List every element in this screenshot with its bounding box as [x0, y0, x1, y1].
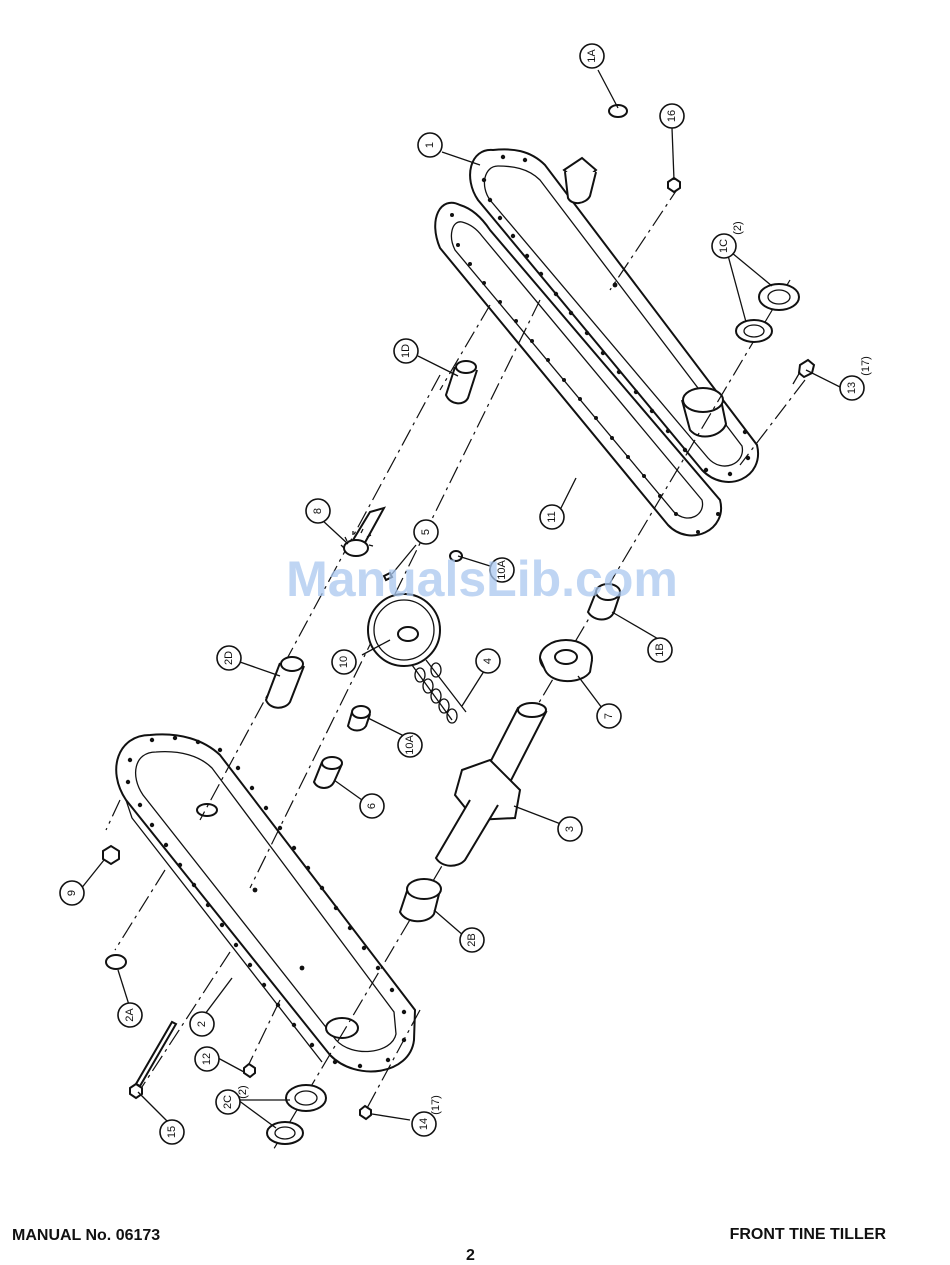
manual-number: MANUAL No. 06173 — [12, 1227, 160, 1245]
svg-text:5: 5 — [420, 529, 432, 535]
callout-12: 12 — [195, 1047, 219, 1071]
callout-7: 7 — [597, 704, 621, 728]
svg-text:8: 8 — [312, 508, 324, 514]
svg-text:14: 14 — [418, 1118, 430, 1130]
svg-text:4: 4 — [482, 658, 494, 664]
callout-16: 16 — [660, 104, 684, 128]
callout-14: 14 (17) — [412, 1095, 442, 1136]
svg-text:12: 12 — [201, 1053, 213, 1065]
svg-text:(17): (17) — [860, 356, 872, 376]
callout-1C: 1C (2) — [712, 221, 744, 258]
svg-text:16: 16 — [666, 110, 678, 122]
callout-1: 1 — [418, 133, 442, 157]
callout-11: 11 — [540, 505, 564, 529]
callout-8: 8 — [306, 499, 330, 523]
callout-1A: 1A — [580, 44, 604, 68]
svg-text:9: 9 — [66, 890, 78, 896]
callout-2D: 2D — [217, 646, 241, 670]
callout-10: 10 — [332, 650, 356, 674]
housing-cover-lower — [116, 734, 415, 1071]
svg-text:11: 11 — [546, 511, 558, 522]
callout-1B: 1B — [648, 638, 672, 662]
svg-text:10A: 10A — [404, 735, 416, 755]
svg-text:1D: 1D — [400, 344, 412, 358]
svg-text:(2): (2) — [237, 1085, 249, 1098]
svg-text:2B: 2B — [466, 933, 478, 946]
svg-text:6: 6 — [366, 803, 378, 809]
callout-2: 2 — [190, 1012, 214, 1036]
page-number: 2 — [466, 1247, 475, 1265]
svg-text:2A: 2A — [124, 1008, 136, 1022]
svg-text:2D: 2D — [223, 651, 235, 665]
svg-text:13: 13 — [846, 382, 858, 394]
svg-text:3: 3 — [564, 826, 576, 832]
callout-2A: 2A — [118, 1003, 142, 1027]
callout-3: 3 — [558, 817, 582, 841]
callout-9: 9 — [60, 881, 84, 905]
svg-text:1B: 1B — [654, 643, 666, 656]
svg-text:1A: 1A — [586, 49, 598, 63]
svg-text:15: 15 — [166, 1126, 178, 1138]
svg-text:2C: 2C — [222, 1095, 234, 1109]
housing-cover-upper — [435, 149, 758, 535]
callout-5: 5 — [414, 520, 438, 544]
callout-4: 4 — [476, 649, 500, 673]
svg-text:1: 1 — [424, 142, 436, 148]
callout-10A-bottom: 10A — [398, 733, 422, 757]
svg-text:2: 2 — [196, 1021, 208, 1027]
callout-2B: 2B — [460, 928, 484, 952]
watermark: ManualsLib.com — [286, 551, 678, 607]
callout-15: 15 — [160, 1120, 184, 1144]
svg-text:(17): (17) — [430, 1095, 442, 1115]
callout-6: 6 — [360, 794, 384, 818]
svg-text:10: 10 — [338, 656, 350, 668]
callout-2C: 2C (2) — [216, 1085, 249, 1114]
svg-text:1C: 1C — [718, 239, 730, 253]
document-title: FRONT TINE TILLER — [730, 1226, 886, 1244]
svg-text:7: 7 — [603, 713, 615, 719]
callout-13: 13 (17) — [840, 356, 872, 400]
svg-text:(2): (2) — [732, 221, 744, 234]
callout-1D: 1D — [394, 339, 418, 363]
